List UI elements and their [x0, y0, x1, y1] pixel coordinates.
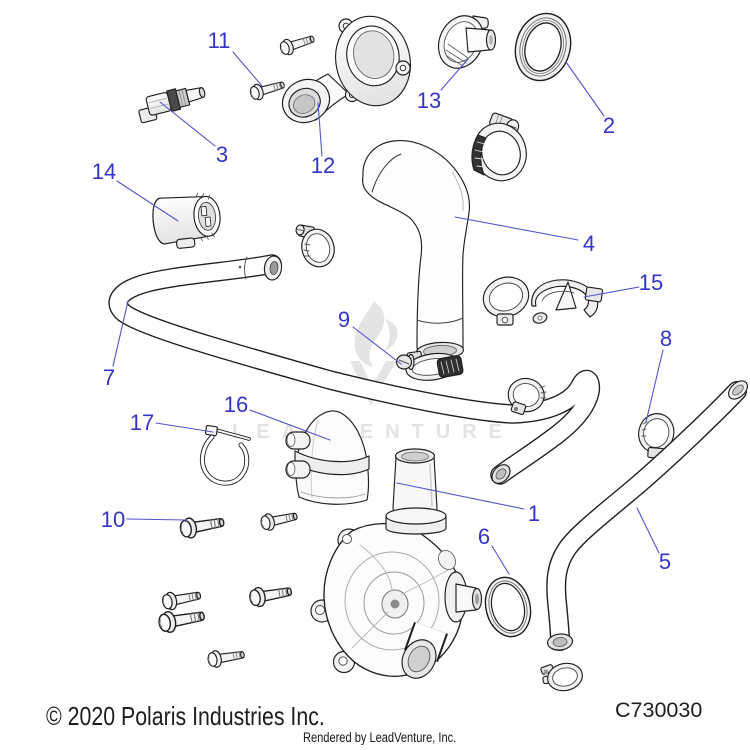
leader-line-12 — [317, 102, 323, 157]
part-cable-tie-17 — [199, 424, 251, 486]
part-thermostat-housing-16 — [285, 410, 370, 505]
callout-15[interactable]: 15 — [638, 270, 664, 295]
part-clamp-ring-top — [295, 224, 335, 268]
leader-line-11 — [232, 51, 263, 87]
callout-14[interactable]: 14 — [91, 159, 117, 184]
leader-line-8 — [645, 349, 664, 423]
copyright-text: © 2020 Polaris Industries Inc. — [46, 701, 325, 731]
part-thermostat-13 — [437, 15, 497, 69]
leader-line-3 — [159, 101, 216, 147]
callout-13[interactable]: 13 — [416, 88, 442, 113]
callout-7[interactable]: 7 — [102, 365, 116, 390]
callout-11[interactable]: 11 — [207, 28, 231, 53]
callout-16[interactable]: 16 — [223, 392, 249, 417]
callout-8[interactable]: 8 — [659, 326, 673, 351]
leader-line-9 — [352, 326, 402, 365]
leader-lines — [112, 51, 664, 575]
rendered-by-text: Rendered by LeadVenture, Inc. — [303, 730, 457, 745]
part-clamp-bracket-15 — [482, 276, 604, 326]
part-seal-2 — [514, 12, 572, 82]
leader-line-15 — [583, 286, 640, 298]
callout-4[interactable]: 4 — [582, 231, 596, 256]
leader-line-16 — [249, 409, 331, 441]
callout-17[interactable]: 17 — [129, 410, 155, 435]
leader-line-2 — [565, 61, 605, 117]
part-waterpump-assembly-1 — [310, 448, 483, 679]
part-temp-sensor-3 — [138, 87, 206, 124]
leader-line-1 — [396, 482, 525, 510]
callout-2[interactable]: 2 — [602, 113, 616, 138]
part-clamp-bottom — [540, 662, 583, 692]
leader-line-17 — [155, 422, 214, 433]
part-oring-6 — [484, 576, 532, 638]
callout-3[interactable]: 3 — [215, 142, 229, 167]
part-outlet-housing-12 — [281, 15, 411, 124]
part-hose-7 — [108, 254, 601, 485]
part-hose-5 — [546, 380, 748, 651]
callout-6[interactable]: 6 — [477, 524, 491, 549]
callout-1[interactable]: 1 — [527, 501, 541, 526]
callout-9[interactable]: 9 — [337, 307, 351, 332]
leader-line-5 — [636, 507, 660, 554]
leader-line-7 — [112, 300, 129, 367]
callout-5[interactable]: 5 — [658, 549, 672, 574]
callout-10[interactable]: 10 — [100, 507, 126, 532]
part-bolts-10 — [156, 507, 300, 670]
part-clamp-9 — [395, 350, 464, 381]
diagram-code: C730030 — [615, 698, 703, 722]
part-clamp-mid — [507, 377, 547, 415]
part-hose-clamp-upper — [471, 112, 527, 182]
part-cap-14 — [152, 192, 221, 249]
callout-12[interactable]: 12 — [310, 153, 336, 178]
leader-line-4 — [454, 216, 579, 241]
leader-line-6 — [491, 545, 510, 575]
leader-line-10 — [126, 518, 187, 521]
leader-line-14 — [116, 180, 179, 222]
leader-line-13 — [440, 58, 469, 91]
